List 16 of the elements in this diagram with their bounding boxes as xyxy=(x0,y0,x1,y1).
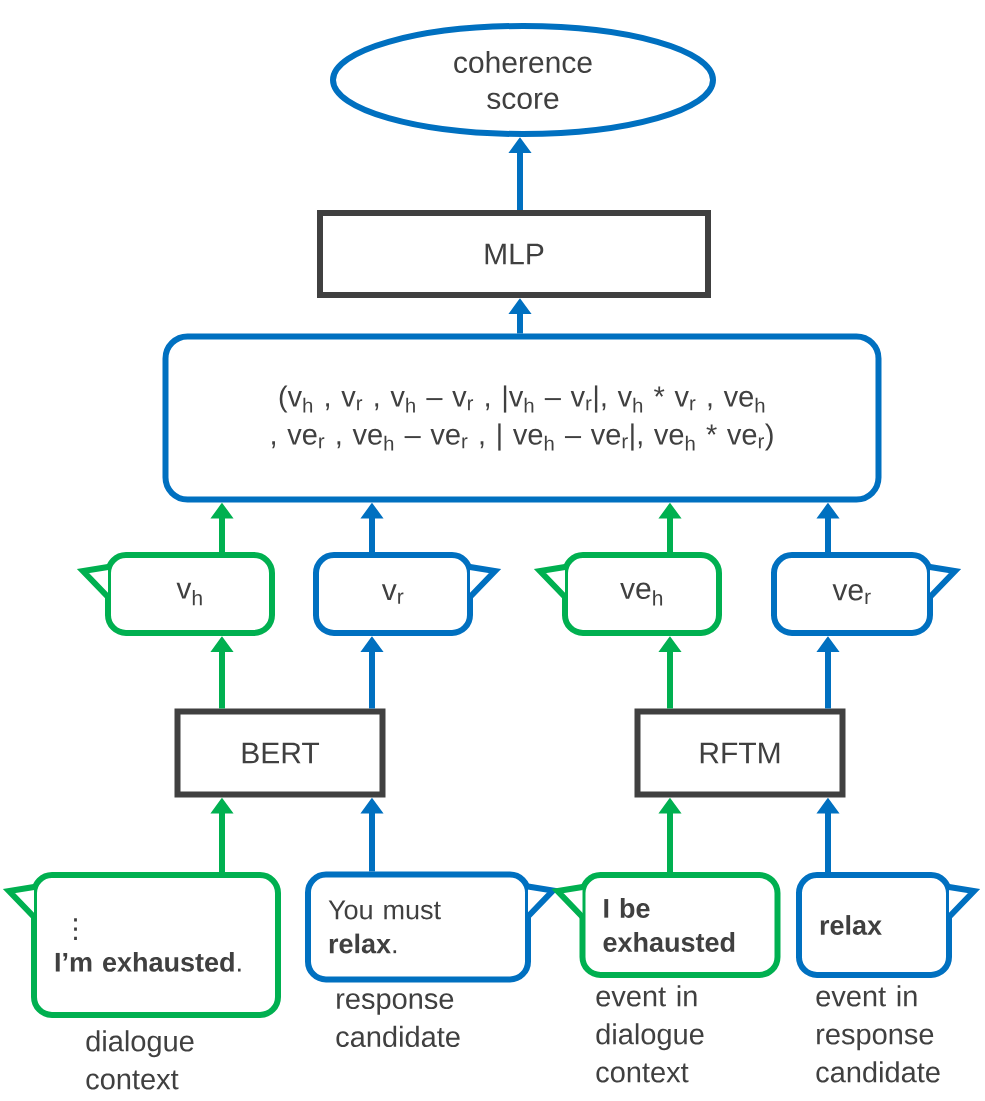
speech-bubble: I be exhausted xyxy=(551,872,781,978)
caption-text: dialogue context xyxy=(86,1030,194,1090)
caption-text: response candidate xyxy=(336,993,460,1048)
speech-bubble: v$_{r}$ xyxy=(313,552,502,636)
speech-bubble: relax xyxy=(796,872,981,978)
process-box: MLP xyxy=(317,210,711,298)
caption-text: event in response candidate xyxy=(816,985,940,1083)
speech-bubble: ⋮ I’m exhausted. xyxy=(2,872,281,1018)
caption-text: event in dialogue context xyxy=(596,985,704,1083)
process-box: RFTM xyxy=(634,708,846,798)
feature-box: (v$_{h}$ , v$_{r}$ , v$_{h}$ – v$_{r}$ , |v$_{h}$ – v$_{r}$|, v$_{h}$ * v$_{r}$ , ve$_{h}$ , ve$_{r}$ , ve$_{h}$ – ve$_{r}$ , | ve$_{h}$ – ve$_{r}$|, ve$_{h}$ * ve$_{r}$) xyxy=(162,333,882,503)
process-box: BERT xyxy=(174,708,386,798)
speech-bubble: You must relax. xyxy=(305,871,560,983)
speech-bubble: v$_{h}$ xyxy=(76,552,275,636)
speech-bubble: ve$_{h}$ xyxy=(533,552,722,636)
speech-bubble: ve$_{r}$ xyxy=(771,552,962,636)
